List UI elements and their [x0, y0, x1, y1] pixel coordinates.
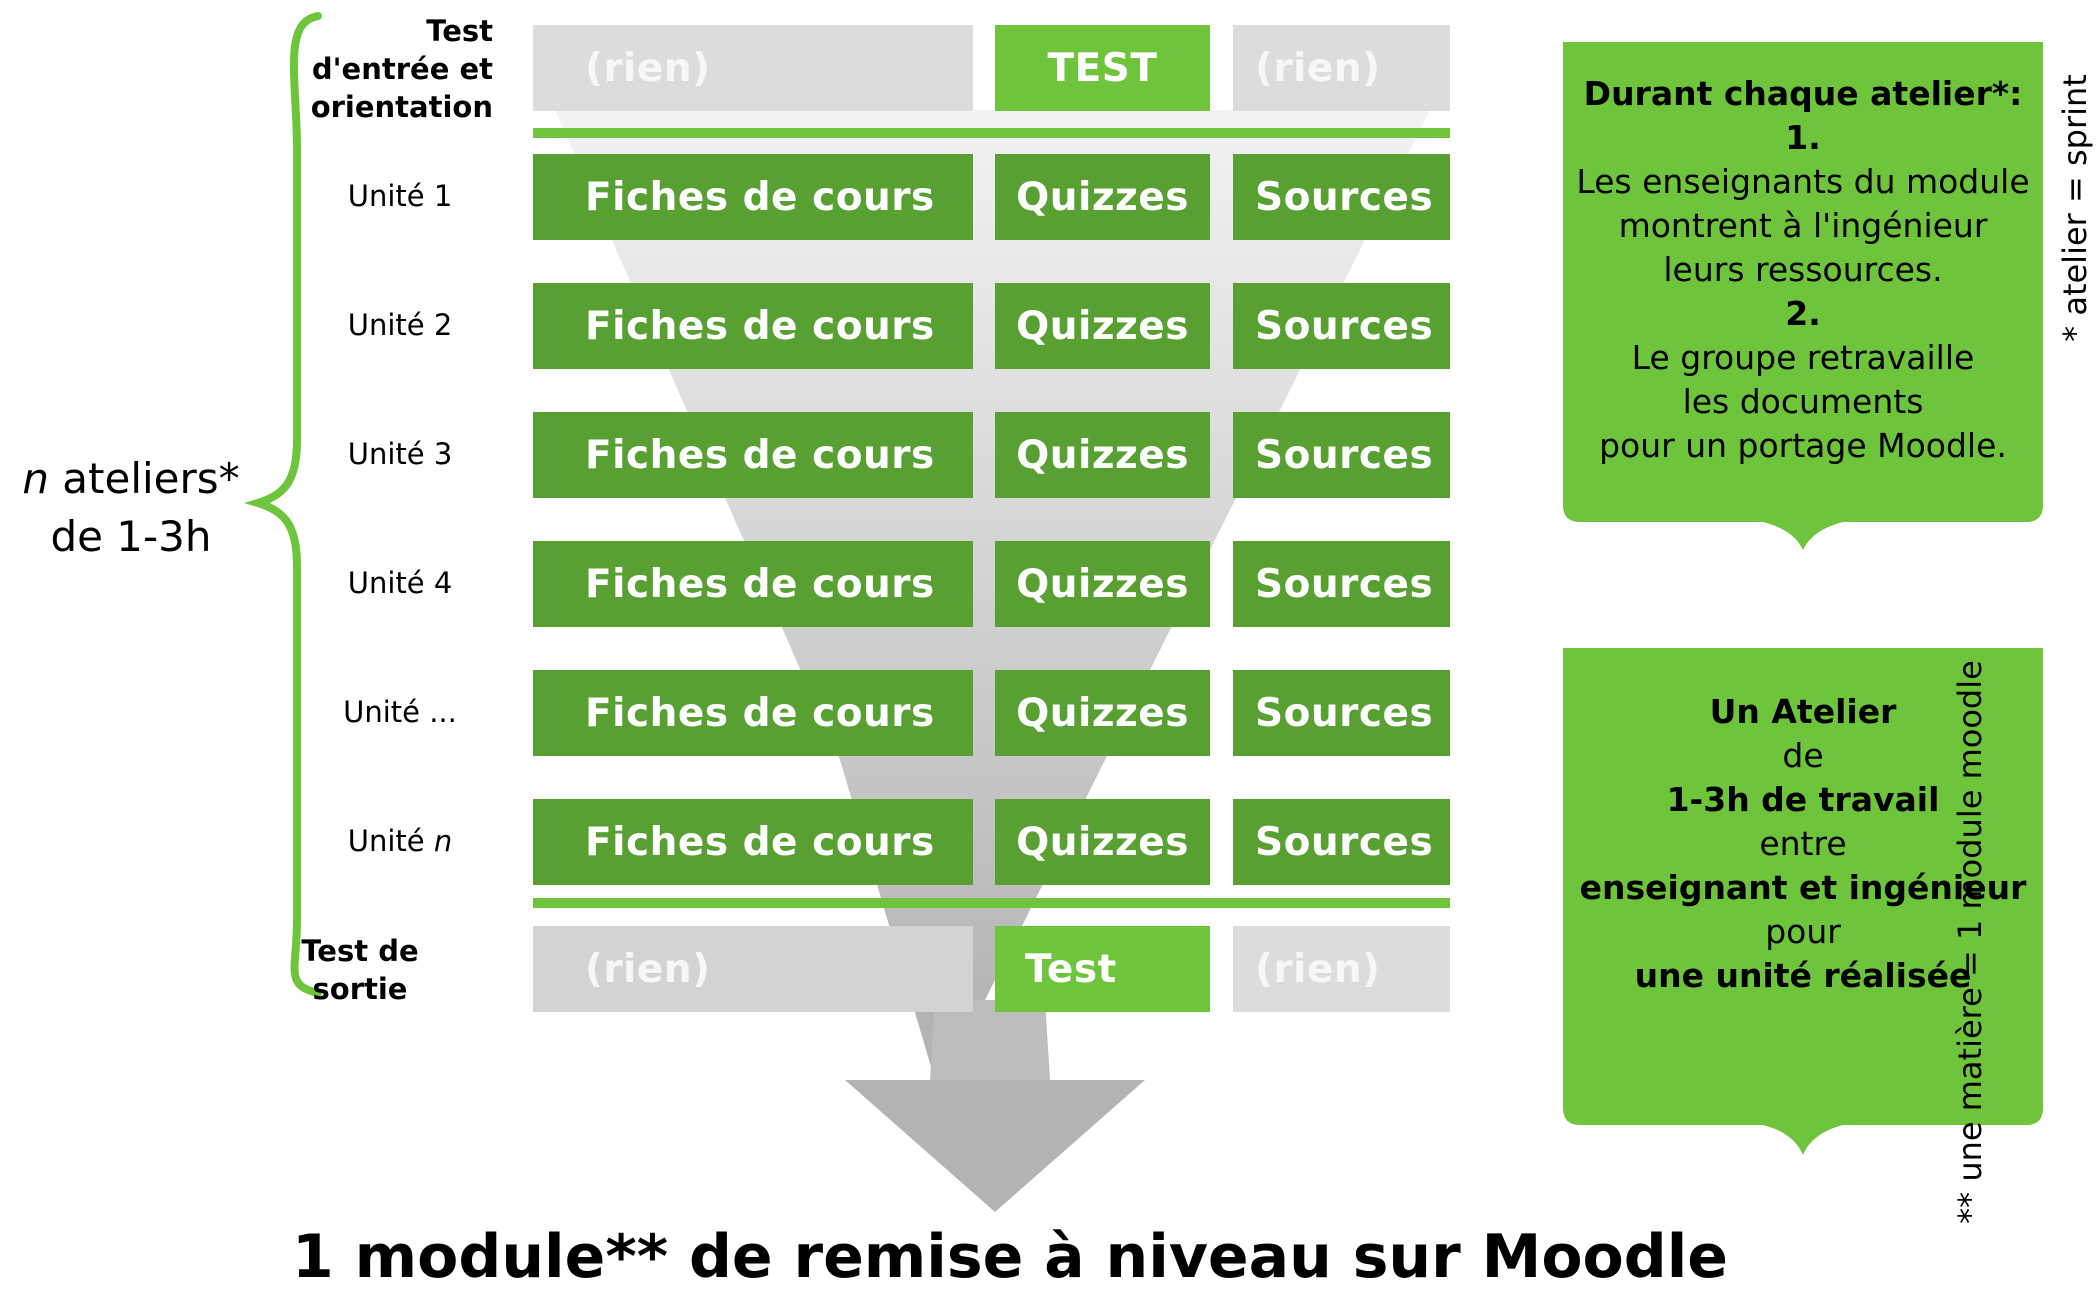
quizzes-box: Quizzes — [995, 412, 1210, 498]
unit-label: Unité ... — [343, 695, 457, 729]
ateliers-duration: de 1-3h — [50, 512, 212, 561]
callout-bottom-shape — [1563, 648, 2043, 1155]
ateliers-label: n ateliers* de 1-3h — [0, 450, 262, 566]
ateliers-count: n — [22, 454, 49, 503]
unit-label: Unité 1 — [347, 179, 453, 213]
funnel-stem — [930, 1000, 1050, 1080]
quizzes-box: Quizzes — [995, 541, 1210, 627]
exit-test-box: Test — [995, 926, 1210, 1012]
quizzes-box: Quizzes — [995, 283, 1210, 369]
unit-label: Unité 2 — [347, 308, 453, 342]
ateliers-text: ateliers* — [48, 454, 240, 503]
quizzes-box: Quizzes — [995, 799, 1210, 885]
step2-number: 2. — [1785, 294, 1821, 333]
sources-box: Sources — [1233, 412, 1450, 498]
callout-top-shape — [1563, 42, 2043, 550]
sources-box: Sources — [1233, 670, 1450, 756]
curly-brace — [243, 12, 322, 997]
note-module: ** une matière = 1 module moodle — [1951, 660, 1989, 1224]
step1-number: 1. — [1785, 118, 1821, 157]
exit-test-label: Test de sortie — [301, 934, 419, 1006]
quizzes-box: Quizzes — [995, 670, 1210, 756]
course-sheets-box: Fiches de cours — [533, 412, 973, 498]
course-sheets-box: Fiches de cours — [533, 154, 973, 240]
course-sheets-box: Fiches de cours — [533, 283, 973, 369]
entry-right-box: (rien) — [1233, 25, 1450, 111]
sources-box: Sources — [1233, 283, 1450, 369]
note-sprint: * atelier = sprint — [2056, 74, 2094, 342]
entry-left-box: (rien) — [533, 25, 973, 111]
unit-label: Unité 4 — [347, 566, 453, 600]
unit-label: Unité 3 — [347, 437, 453, 471]
course-sheets-box: Fiches de cours — [533, 541, 973, 627]
sources-box: Sources — [1233, 541, 1450, 627]
callout-top-text: Durant chaque atelier*: 1. Les enseignan… — [1553, 72, 2053, 468]
sources-box: Sources — [1233, 799, 1450, 885]
down-arrow — [845, 1080, 1145, 1212]
sources-box: Sources — [1233, 154, 1450, 240]
quizzes-box: Quizzes — [995, 154, 1210, 240]
callout-top-title: Durant chaque atelier*: — [1583, 74, 2023, 113]
unit-label: Unité n — [347, 824, 453, 858]
course-sheets-box: Fiches de cours — [533, 799, 973, 885]
entry-test-box: TEST — [995, 25, 1210, 111]
exit-right-box: (rien) — [1233, 926, 1450, 1012]
separator-top — [533, 128, 1450, 138]
callout-bottom-text: Un Atelier de 1-3h de travail entre ense… — [1579, 692, 2027, 995]
separator-bottom — [533, 898, 1450, 908]
footer-title: 1 module** de remise à niveau sur Moodle — [292, 1222, 1728, 1292]
course-sheets-box: Fiches de cours — [533, 670, 973, 756]
exit-left-box: (rien) — [533, 926, 973, 1012]
entry-test-label: Test d'entrée et orientation — [310, 14, 493, 124]
